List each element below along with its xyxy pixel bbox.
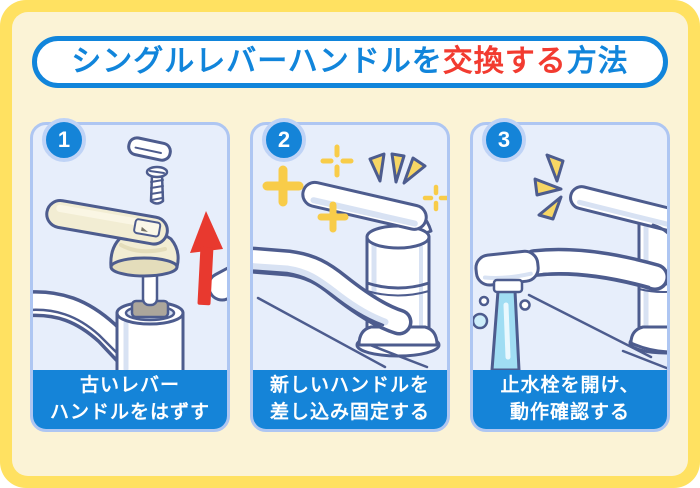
caption-line: 差し込み固定する xyxy=(269,401,430,423)
caption-line: 止水栓を開け、 xyxy=(500,374,640,396)
insert-new-handle-illustration xyxy=(253,144,447,369)
new-lever-handle xyxy=(301,180,428,231)
caption-bar: 古いレバー ハンドルをはずす xyxy=(33,370,227,429)
faucet-spout-head xyxy=(474,249,540,294)
step-panel-1: 1 xyxy=(30,118,230,432)
handle-cap xyxy=(127,136,172,162)
title-segment-action: 交換する xyxy=(442,45,567,78)
step-number-badge: 1 xyxy=(42,118,86,162)
red-up-arrow-icon xyxy=(190,211,223,306)
step-number-badge: 3 xyxy=(482,118,526,162)
faucet-spout-pipe xyxy=(33,290,153,370)
page-title: シングルレバーハンドルを交換する方法 xyxy=(71,47,628,77)
faucet-base xyxy=(628,325,667,355)
counter-lines xyxy=(256,296,429,369)
title-segment-method: 方法 xyxy=(566,45,629,78)
caption-line: 古いレバー xyxy=(79,374,180,396)
caption-bar: 止水栓を開け、 動作確認する xyxy=(473,370,667,429)
caption-line: 動作確認する xyxy=(509,401,630,423)
cartridge-stem xyxy=(130,269,170,319)
caption-line: ハンドルをはずす xyxy=(49,401,210,423)
caption-line: 新しいハンドルを xyxy=(269,374,430,396)
water-stream xyxy=(490,289,521,370)
handle-screw xyxy=(145,165,169,205)
counter-lines xyxy=(527,293,667,370)
water-test-illustration xyxy=(473,153,667,370)
step-number-badge: 2 xyxy=(262,118,306,162)
poster-inner: シングルレバーハンドルを交換する方法 1 xyxy=(12,12,688,476)
title-segment-subject: シングルレバーハンドルを xyxy=(71,45,443,78)
lever-handle-lifted xyxy=(569,185,667,235)
step-panel-3: 3 xyxy=(470,118,670,432)
faucet-spout xyxy=(253,246,413,336)
old-lever-handle xyxy=(45,199,180,278)
neck-curve xyxy=(651,223,667,235)
faucet-spout xyxy=(521,247,667,291)
sparkle-icons xyxy=(262,144,447,233)
remove-old-lever-handle-illustration xyxy=(33,136,227,370)
emphasis-triangle-icons xyxy=(533,153,565,221)
caption-bar: 新しいハンドルを 差し込み固定する xyxy=(253,370,447,429)
emphasis-triangle-icons xyxy=(368,152,427,185)
step-panel-2: 2 xyxy=(250,118,450,432)
steps-row: 1 xyxy=(30,118,670,432)
title-banner: シングルレバーハンドルを交換する方法 xyxy=(32,36,668,88)
water-droplet-icons xyxy=(473,295,531,330)
